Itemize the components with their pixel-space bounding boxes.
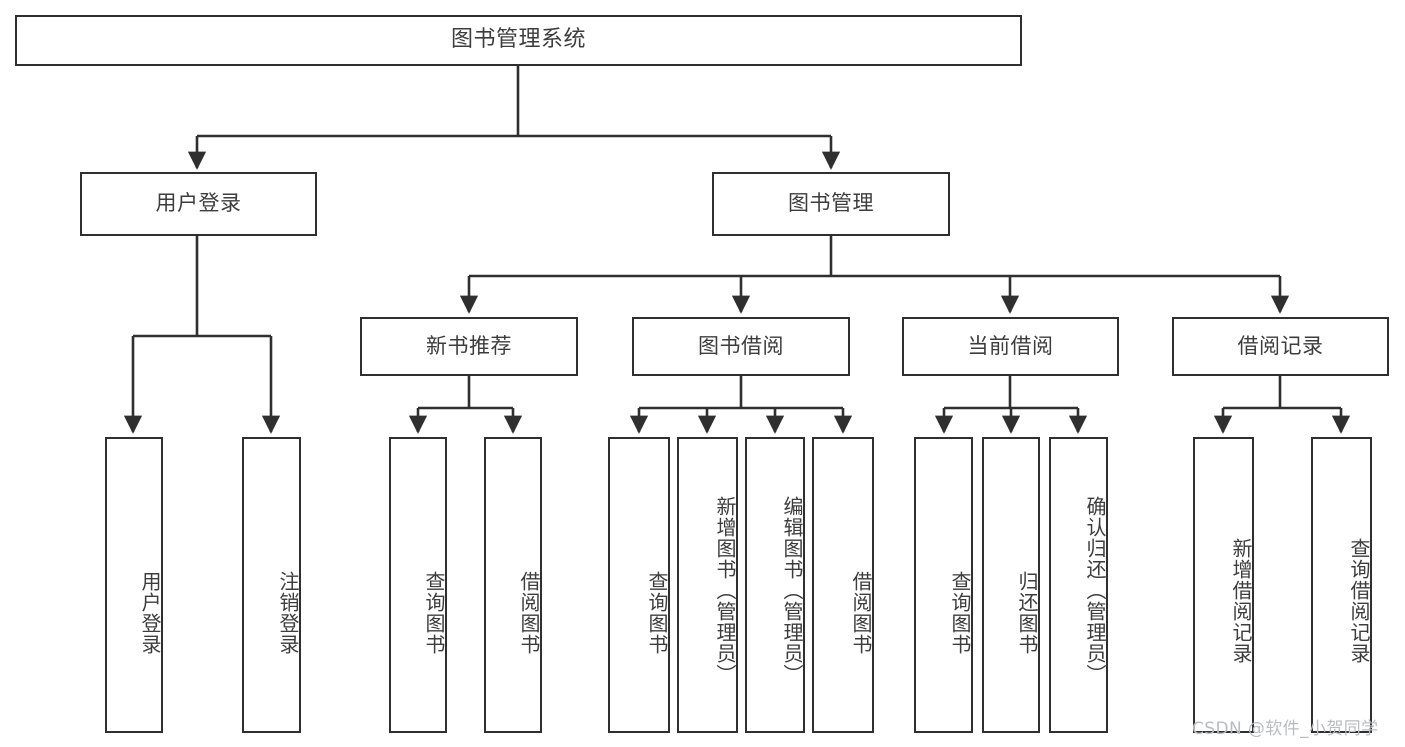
leaf-borrow-books-recommend[interactable]: 借阅图书 bbox=[484, 437, 542, 733]
node-book-borrowing[interactable]: 图书借阅 bbox=[632, 317, 850, 376]
leaf-query-books-borrow[interactable]: 查询图书 bbox=[608, 437, 670, 733]
leaf-confirm-return-admin[interactable]: 确认归还（管理员） bbox=[1049, 437, 1108, 733]
leaf-user-login[interactable]: 用户登录 bbox=[105, 437, 163, 733]
node-new-book-recommendation[interactable]: 新书推荐 bbox=[360, 317, 578, 376]
leaf-query-borrow-record[interactable]: 查询借阅记录 bbox=[1311, 437, 1372, 733]
node-current-borrowing[interactable]: 当前借阅 bbox=[902, 317, 1119, 376]
leaf-logout[interactable]: 注销登录 bbox=[242, 437, 301, 733]
leaf-add-borrow-record[interactable]: 新增借阅记录 bbox=[1193, 437, 1254, 733]
leaf-add-book-admin[interactable]: 新增图书（管理员） bbox=[677, 437, 738, 733]
node-root-book-management-system[interactable]: 图书管理系统 bbox=[15, 15, 1022, 66]
node-user-login[interactable]: 用户登录 bbox=[80, 172, 317, 236]
leaf-edit-book-admin[interactable]: 编辑图书（管理员） bbox=[745, 437, 805, 733]
leaf-borrow-books-borrow[interactable]: 借阅图书 bbox=[812, 437, 874, 733]
node-book-management[interactable]: 图书管理 bbox=[712, 172, 950, 236]
leaf-return-books[interactable]: 归还图书 bbox=[982, 437, 1040, 733]
node-borrowing-record[interactable]: 借阅记录 bbox=[1172, 317, 1389, 376]
leaf-query-books-current[interactable]: 查询图书 bbox=[914, 437, 973, 733]
leaf-query-books-recommend[interactable]: 查询图书 bbox=[389, 437, 447, 733]
